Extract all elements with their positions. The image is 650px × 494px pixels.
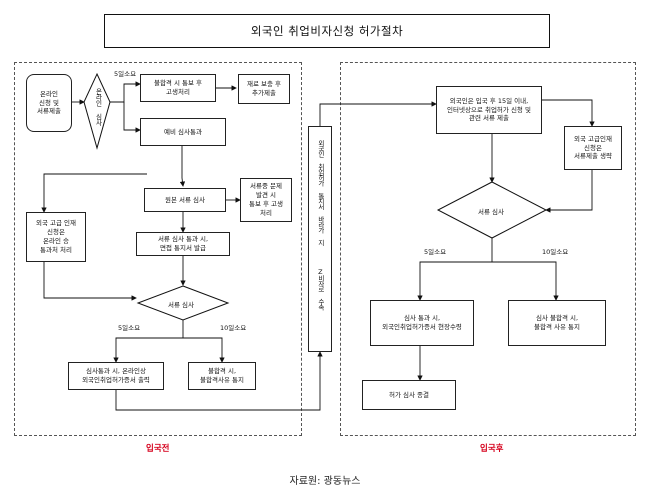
region-after-entry [340, 62, 636, 436]
region-before-label: 입국전 [146, 444, 170, 454]
time-10days-label: 10일소요 [220, 324, 247, 332]
reject-notice-box: 불합격 시 통보 후 고생처리 [140, 74, 216, 102]
after-review-diamond-label: 서류 심사 [478, 208, 504, 216]
after-time-5days-label: 5일소요 [424, 248, 447, 256]
visa-notice-text: 외국인 취업허가 통지서 바라가 지 [316, 139, 325, 245]
arrive-apply-box: 외국인은 입국 후 15일 이내, 인터넷상으로 취업허가 신청 및 관련 서류… [436, 86, 542, 134]
approve-box: 심사통과 시, 온라인상 외국인취업허가증서 출력 [68, 362, 164, 390]
resubmit-box: 재료 보충 후 추가제출 [238, 74, 290, 104]
visa-notice-column: 외국인 취업허가 통지서 바라가 지 Z비자로 수속 [308, 126, 332, 352]
deny-box: 불합격 시, 불합격사유 통지 [188, 362, 256, 390]
after-deny-box: 심사 불합격 시, 불합격 사유 통지 [508, 300, 606, 346]
source-caption: 자료원: 광동뉴스 [289, 476, 361, 487]
after-time-10days-label: 10일소요 [542, 248, 569, 256]
visa-z-text: Z비자로 수속 [316, 268, 325, 310]
paper-review-box: 원본 서류 심사 [144, 188, 226, 212]
region-after-label: 입국후 [480, 444, 504, 454]
after-approve-box: 심사 통과 시, 외국인취업허가증서 현장수령 [370, 300, 474, 346]
region-before-entry [14, 62, 302, 436]
page-title: 외국인 취업비자신청 허가절차 [104, 14, 550, 48]
after-high-talent-box: 외국 고급인재 신청은 서류제출 생략 [564, 126, 622, 170]
online-review-diamond-label: 온라인 심사 [94, 88, 102, 126]
final-review-diamond-label: 서류 심사 [168, 301, 194, 309]
preliminary-review-box: 예비 심사통과 [140, 118, 226, 146]
apply-online-box: 온라인 신청 및 서류제출 [26, 74, 72, 132]
high-talent-box: 외국 고급 인재 신청은 온라인 승 통과처 처리 [26, 212, 86, 262]
supplement-box: 서류중 문제 발견 시 통보 후 고생 처리 [240, 178, 292, 222]
pass-issue-box: 서류 심사 통과 시, 면접 통지서 발급 [136, 232, 230, 256]
time-5days-label: 5일소요 [118, 324, 141, 332]
permit-end-box: 허가 심사 종결 [362, 380, 456, 410]
time-5days-top-label: 5일소요 [114, 70, 137, 78]
